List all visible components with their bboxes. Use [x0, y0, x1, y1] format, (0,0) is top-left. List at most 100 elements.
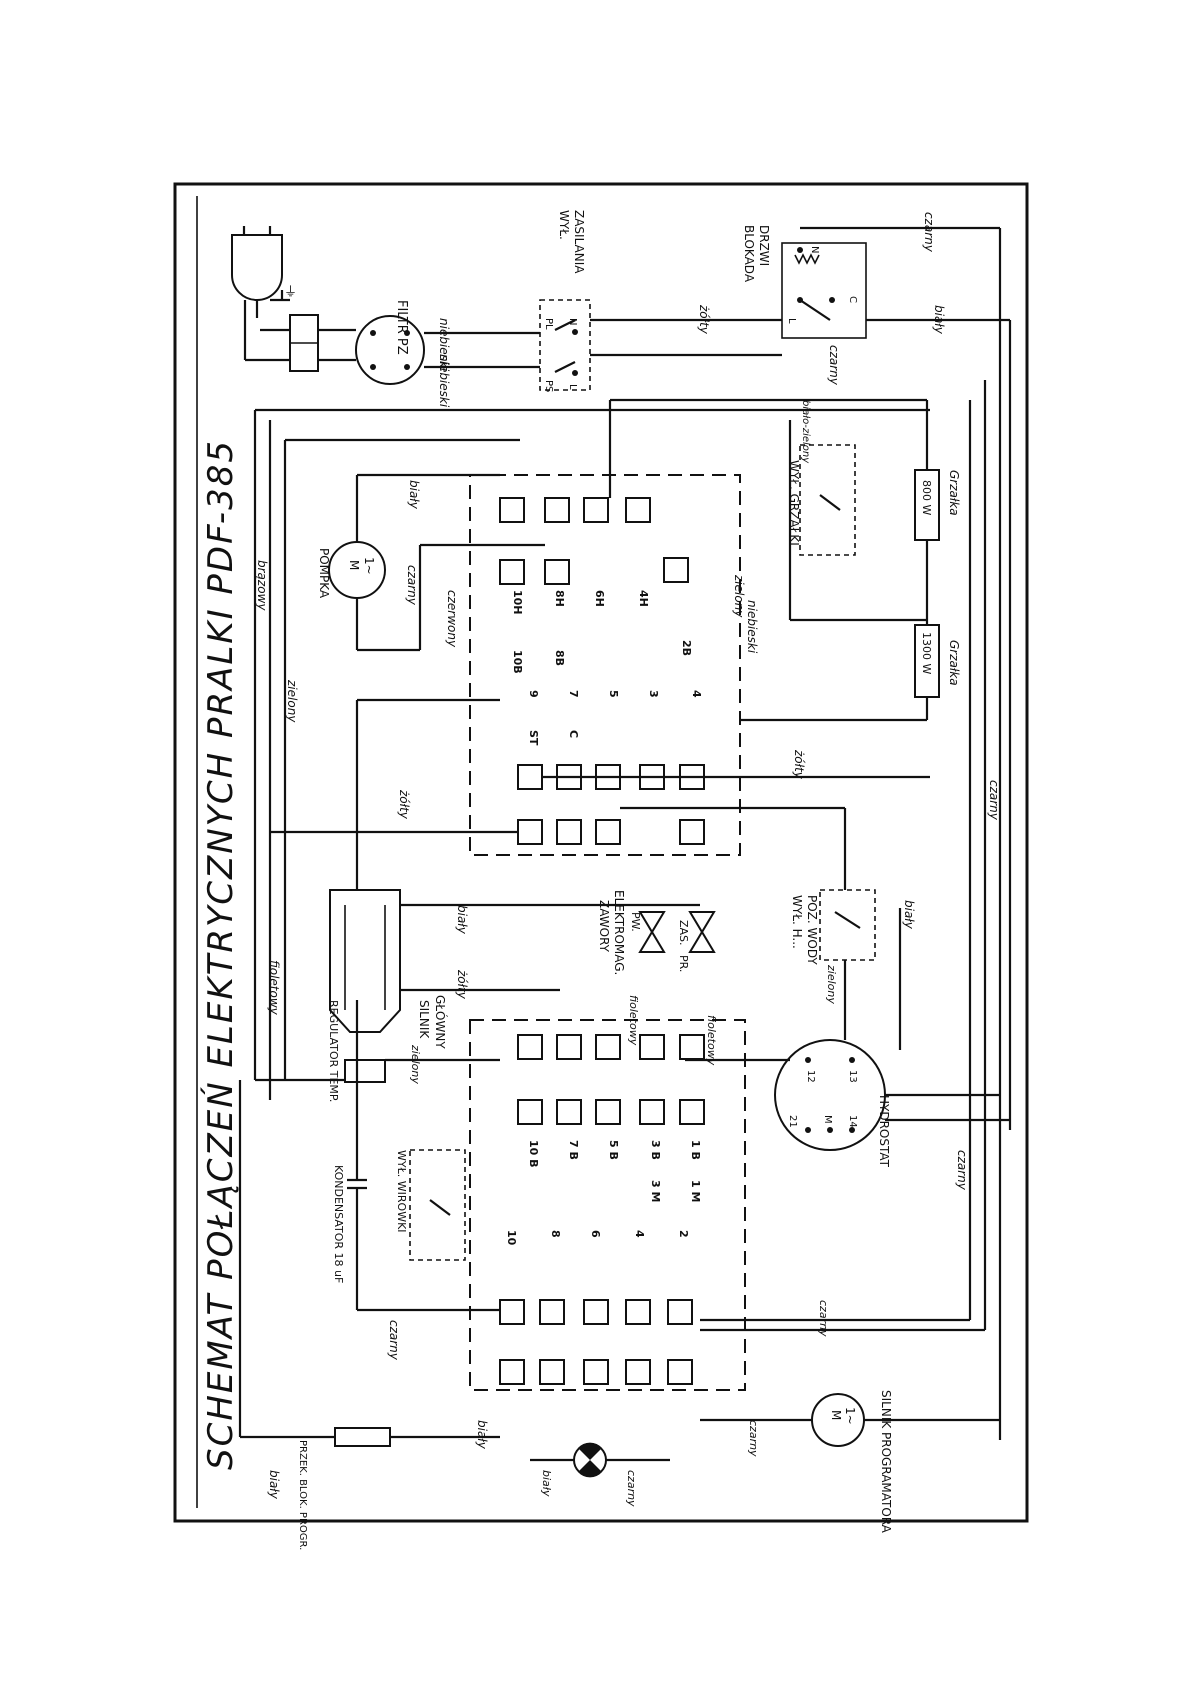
wire-label-bialy-fuse: biały	[475, 1420, 489, 1450]
wire-label-zolty-left: żółty	[397, 789, 411, 820]
contact-label-1-m: 1 M	[689, 1180, 702, 1202]
hydrostat: 12 13 14 21 M HYDROSTAT	[774, 1039, 891, 1168]
wire-label-fioletowy-left: fioletowy	[267, 960, 281, 1016]
wire-label-zielony-top: zielony	[732, 574, 746, 618]
wire-label-czarny-cap: czarny	[387, 1320, 401, 1361]
wire-label-bialy-pump: biały	[407, 480, 421, 510]
switch-terminal-ps: PS	[543, 380, 554, 392]
water-switch-label-2: POZ. WODY	[805, 895, 819, 965]
program-fuse-label: PRZEK. BLOK. PROGR.	[297, 1440, 308, 1550]
contact-label-4h: 4H	[637, 590, 650, 607]
door-lock: BLOKADA DRZWI L C N	[742, 225, 867, 339]
main-switch-label-2: ZASILANIA	[572, 210, 586, 274]
main-motor: SILNIK GŁÓWNY	[329, 889, 448, 1049]
drain-pump: M 1~ POMPKA	[317, 541, 386, 599]
wire-label-zolty-motor: żółty	[455, 969, 469, 1000]
main-switch-label-1: WYŁ.	[557, 210, 571, 240]
wire-label-bialy-fuse2: biały	[267, 1470, 281, 1500]
programmer-lower-block	[469, 1019, 746, 1391]
temp-regulator-label: REGULATOR TEMP.	[327, 1000, 340, 1102]
wire-label-czarny-top: czarny	[827, 345, 841, 386]
switch-terminal-l: L	[567, 384, 578, 390]
heater-800-value: 800 W	[920, 480, 933, 515]
contact-label-4-b: 4	[633, 1230, 646, 1238]
contact-label-3: 3	[647, 690, 660, 698]
wire-label-czarny-lamp: czarny	[625, 1470, 638, 1507]
hydrostat-terminal-14: 14	[847, 1115, 858, 1128]
valves-label-2: ELEKTROMAG.	[612, 890, 626, 975]
valves-label-1: ZAWORY	[597, 900, 611, 953]
capacitor: KONDENSATOR 18 uF	[332, 1000, 367, 1310]
wire-label-czarny-right: czarny	[987, 780, 1001, 821]
program-fuse: PRZEK. BLOK. PROGR.	[297, 1427, 391, 1550]
contact-label-3-m: 3 M	[649, 1180, 662, 1202]
contact-label-2b: 2B	[680, 640, 693, 656]
valve-pw-label: PW.	[629, 912, 642, 932]
wire-label-zolty-top: żółty	[697, 304, 711, 335]
contact-label-st: ST	[527, 730, 540, 746]
heater-800w: 800 W Grzałka	[914, 469, 961, 541]
wire-label-zielony-left: zielony	[285, 679, 299, 723]
door-terminal-n: N	[809, 246, 820, 253]
lower-contact-grid	[499, 1034, 705, 1385]
wire-label-czarny-right2: czarny	[955, 1150, 969, 1191]
contact-label-6: 6	[589, 1230, 602, 1238]
diagram-title: SCHEMAT POŁĄCZEŃ ELEKTRYCZNYCH PRALKI PD…	[200, 439, 241, 1470]
wire-label-niebieski-top: niebieski	[745, 600, 759, 654]
wire-label-zielony-reg: zielony	[409, 1044, 422, 1084]
solenoid-valves: ZAWORY ELEKTROMAG. PR. ZAS. PW.	[597, 890, 716, 975]
wire-label-czarny-door: czarny	[922, 212, 936, 253]
prog-motor-label: SILNIK PROGRAMATORA	[879, 1390, 893, 1534]
contact-label-5-b: 5 B	[607, 1140, 620, 1160]
main-motor-label-1: SILNIK	[417, 1000, 431, 1039]
wire-label-niebieski-1: niebieski	[437, 318, 451, 372]
heater-switch: WYŁ. GRZAŁKI biało-zielony	[787, 400, 856, 556]
contact-label-8h: 8H	[553, 590, 566, 607]
pump-motor-m: M	[347, 560, 361, 570]
contact-label-8b: 8B	[553, 650, 566, 666]
contact-label-c: C	[567, 730, 580, 738]
heater-800-label: Grzałka	[947, 470, 961, 516]
contact-label-7-b: 7 B	[567, 1140, 580, 1160]
valve-pr-label: PR.	[677, 955, 690, 972]
contact-label-10h: 10H	[511, 590, 524, 615]
door-lock-label-1: BLOKADA	[742, 225, 756, 283]
wire-label-zielony-water: zielony	[825, 964, 838, 1004]
mains-plug: ⏚	[231, 226, 297, 360]
filter-pz: FILTR PZ	[355, 300, 425, 385]
wire-label-bialy-lamp: biały	[540, 1470, 553, 1497]
water-switch-label-1: WYŁ. H...	[790, 895, 804, 949]
prog-motor-phase: 1~	[843, 1407, 857, 1425]
spin-switch: WYŁ. WIROWKI	[395, 1149, 466, 1261]
svg-text:⏚: ⏚	[284, 285, 297, 300]
contact-label-8: 8	[549, 1230, 562, 1238]
wire-label-brazowy: brązowy	[255, 560, 269, 611]
wire-label-bialo-zielony: biało-zielony	[800, 400, 811, 464]
indicator-lamp	[573, 1442, 607, 1478]
contact-label-1-b: 1 B	[689, 1140, 702, 1160]
heater-1300-value: 1300 W	[920, 632, 933, 674]
temp-regulator: REGULATOR TEMP.	[327, 1000, 386, 1102]
contact-label-10-b: 10 B	[527, 1140, 540, 1168]
valve-zas-label: ZAS.	[677, 920, 690, 946]
wire-label-bialy-door: biały	[932, 305, 946, 335]
pump-label: POMPKA	[317, 548, 331, 599]
wire-label-zolty-mid: żółty	[792, 749, 806, 780]
main-motor-label-2: GŁÓWNY	[433, 995, 448, 1049]
contact-label-2: 2	[677, 1230, 690, 1238]
main-switch: WYŁ. ZASILANIA PS L PL N	[539, 210, 591, 392]
contact-label-9: 9	[527, 690, 540, 698]
capacitor-label: KONDENSATOR 18 uF	[332, 1165, 345, 1283]
contact-label-10: 10	[505, 1230, 518, 1246]
hydrostat-label: HYDROSTAT	[877, 1095, 891, 1168]
wire-label-czarny-pump: czarny	[405, 565, 419, 606]
door-lock-label-2: DRZWI	[757, 225, 771, 266]
hydrostat-terminal-12: 12	[805, 1070, 816, 1083]
hydrostat-terminal-21: 21	[787, 1115, 798, 1128]
outer-frame	[173, 182, 1029, 1523]
programmer-upper-block	[469, 474, 741, 856]
wire-label-czarny-prog: czarny	[747, 1420, 760, 1457]
wire-label-czerwony: czerwony	[445, 590, 459, 648]
